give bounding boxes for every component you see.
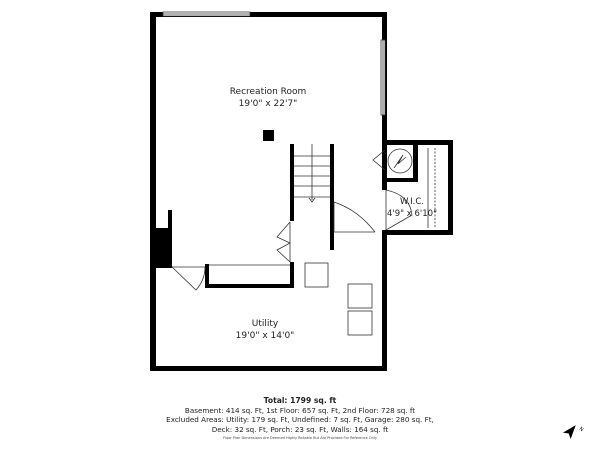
door-closet [276,221,291,263]
door-wic [385,189,413,231]
room-label-recreation: Recreation Room 19'0" x 22'7" [230,86,307,110]
svg-text:N: N [578,426,585,433]
appliance [304,262,329,288]
summary-line: Excluded Areas: Utility: 179 sq. Ft, Und… [166,415,434,425]
room-name: Utility [251,319,279,329]
water-heater [387,148,413,174]
stairs [294,144,330,203]
room-label-wic: W.I.C. 4'9" x 6'10" [387,196,437,220]
dryer [347,310,373,336]
room-dims: 19'0" x 14'0" [235,331,295,341]
room-name: W.I.C. [400,197,424,207]
door-utility-stair [333,201,376,233]
room-dims: 19'0" x 22'7" [238,99,298,109]
door-heater [372,149,386,171]
total-area: Total: 1799 sq. ft [263,396,337,405]
summary-line: Deck: 32 sq. Ft, Porch: 23 sq. Ft, Walls… [211,424,389,434]
room-dims: 4'9" x 6'10" [387,209,437,219]
door-left [171,266,206,291]
area-summary: Total: 1799 sq. ft Basement: 414 sq. Ft,… [166,396,434,442]
walls [150,12,453,371]
summary-line: Basement: 414 sq. Ft, 1st Floor: 657 sq.… [184,405,416,415]
room-name: Recreation Room [229,87,307,97]
disclaimer: Floor Plan Dimensions Are Deemed Highly … [223,436,377,441]
pillar [263,130,274,141]
washer [347,283,373,309]
room-label-utility: Utility 19'0" x 14'0" [236,318,295,342]
north-arrow-icon: N [562,425,585,440]
